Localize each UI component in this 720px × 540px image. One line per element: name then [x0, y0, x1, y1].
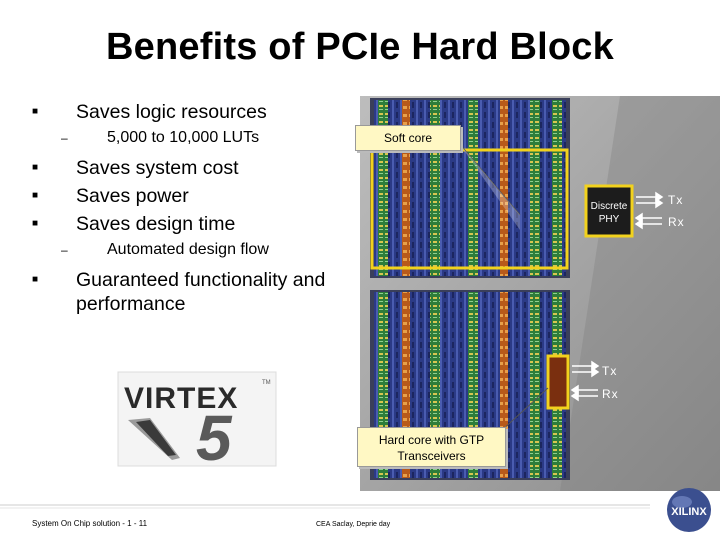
die-bottom-column	[468, 292, 478, 478]
rx-label-top: Rx	[668, 215, 685, 229]
bullet-item: ■ Saves system cost	[32, 156, 362, 180]
hard-core-callout-line: Transceivers	[397, 449, 466, 463]
die-top-column	[500, 100, 508, 276]
die-top-column	[430, 100, 440, 276]
die-top-column	[402, 100, 410, 276]
soft-core-leader	[457, 141, 521, 216]
die-top-column	[530, 100, 540, 276]
bullet-list: ■ Saves logic resources – 5,000 to 10,00…	[32, 100, 362, 316]
discrete-phy-label: Discrete PHY	[589, 200, 629, 226]
die-top-column	[378, 100, 388, 276]
sub-bullet-text: Automated design flow	[107, 241, 269, 258]
die-bottom-column	[378, 292, 388, 478]
die-top-column	[468, 100, 478, 276]
xilinx-logo-highlight	[672, 496, 692, 508]
virtex-logo-swoosh-dark	[136, 420, 176, 456]
tx-arrows-bottom	[570, 360, 600, 402]
sub-bullet-text: 5,000 to 10,000 LUTs	[107, 129, 260, 146]
tx-label-top: Tx	[668, 193, 684, 207]
soft-core-leader-area	[458, 142, 520, 230]
sub-bullet-marker: –	[61, 131, 68, 145]
hard-core-leader	[499, 387, 549, 433]
bullet-marker: ■	[32, 274, 39, 285]
die-bottom-column	[500, 292, 508, 478]
bullet-item: ■ Guaranteed functionality and performan…	[32, 268, 362, 316]
phy-label-line: Discrete	[590, 201, 628, 212]
bullet-item: ■ Saves power	[32, 184, 362, 208]
sub-bullet-marker: –	[61, 243, 68, 257]
hard-core-callout-line: Hard core with GTP	[378, 433, 485, 447]
discrete-phy-chip	[584, 184, 634, 238]
bullet-text: Guaranteed functionality and performance	[76, 269, 326, 315]
rx-label-bottom: Rx	[602, 387, 619, 401]
bullet-marker: ■	[32, 218, 39, 229]
hard-core-callout: Hard core with GTP Transceivers	[357, 427, 506, 467]
bullet-item: ■ Saves design time	[32, 212, 362, 236]
die-bottom-column	[430, 292, 440, 478]
virtex5-logo: VIRTEX TM 5	[117, 371, 277, 474]
bullet-marker: ■	[32, 106, 39, 117]
tx-arrows-top	[634, 191, 664, 230]
soft-core-highlight	[370, 148, 569, 270]
bullet-text: Saves system cost	[76, 157, 239, 179]
bullet-text: Saves design time	[76, 213, 236, 235]
phy-label-line: PHY	[598, 214, 620, 225]
bullet-text: Saves logic resources	[76, 101, 267, 123]
hard-core-block	[546, 354, 570, 410]
virtex-logo-text: VIRTEX	[124, 382, 238, 415]
footer-center-text: CEA Saclay, Deprie day	[316, 521, 391, 528]
xilinx-logo: XILINX	[667, 488, 711, 532]
virtex-logo-tm: TM	[262, 380, 271, 386]
bullet-text: Saves power	[76, 185, 189, 207]
bullet-item: ■ Saves logic resources	[32, 100, 362, 124]
tx-label-bottom: Tx	[602, 364, 618, 378]
xilinx-logo-text: XILINX	[671, 506, 707, 518]
footer-left-text: System On Chip solution - 1 - 11	[32, 519, 148, 528]
die-bottom-column	[402, 292, 410, 478]
bullet-marker: ■	[32, 162, 39, 173]
die-bottom-column	[530, 292, 540, 478]
sub-bullet-item: – Automated design flow	[32, 240, 362, 260]
board-shadow	[560, 96, 720, 491]
bullet-marker: ■	[32, 190, 39, 201]
virtex-logo-number: 5	[196, 402, 233, 474]
slide-title: Benefits of PCIe Hard Block	[106, 26, 614, 68]
sub-bullet-item: – 5,000 to 10,000 LUTs	[32, 128, 362, 148]
soft-core-callout: Soft core	[355, 125, 461, 151]
die-top-column	[552, 100, 562, 276]
